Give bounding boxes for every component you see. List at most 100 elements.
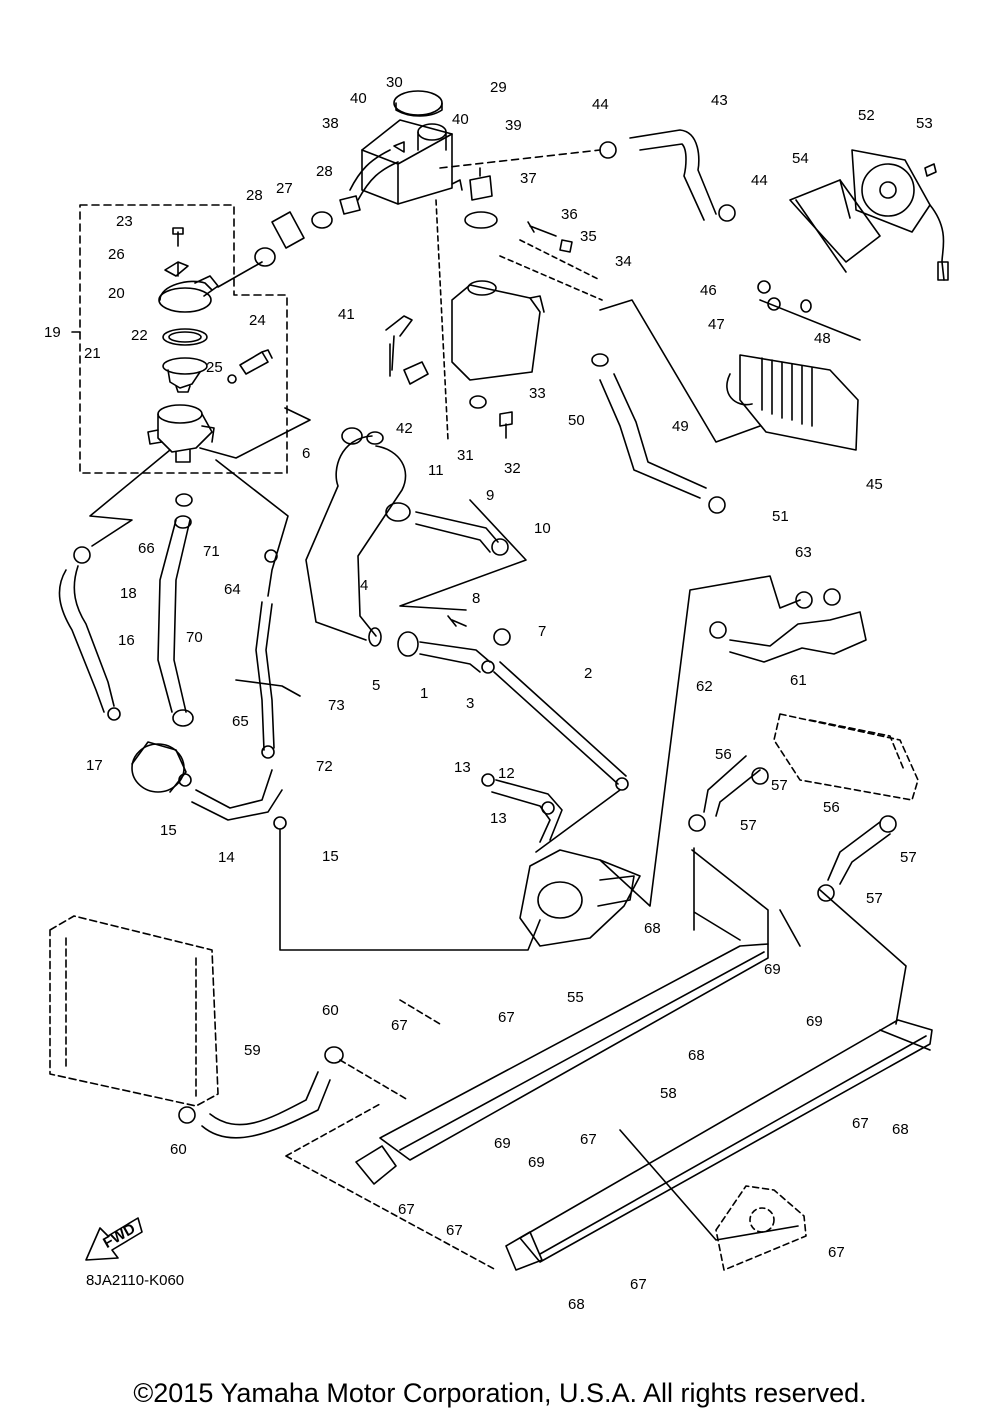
part-callout-60: 60 [322, 1002, 339, 1019]
thermostat-housing [147, 404, 215, 463]
grommet-31 [469, 395, 487, 409]
part-callout-47: 47 [708, 316, 725, 333]
part-callout-15: 15 [160, 822, 177, 839]
part-callout-42: 42 [396, 420, 413, 437]
part-callout-69: 69 [806, 1013, 823, 1030]
bolt-32 [499, 411, 513, 439]
clamp-3b [615, 777, 629, 791]
part-callout-68: 68 [568, 1296, 585, 1313]
part-callout-56: 56 [823, 799, 840, 816]
part-callout-51: 51 [772, 508, 789, 525]
washer [227, 374, 237, 384]
bracket [164, 261, 189, 277]
pipe-2 [493, 661, 627, 785]
part-callout-3: 3 [466, 695, 474, 712]
part-callout-64: 64 [224, 581, 241, 598]
clamp-28a [254, 247, 276, 267]
part-callout-67: 67 [391, 1017, 408, 1034]
clamp-57c [879, 815, 897, 833]
part-callout-57: 57 [740, 817, 757, 834]
copyright-notice: ©2015 Yamaha Motor Corporation, U.S.A. A… [133, 1378, 867, 1408]
part-callout-63: 63 [795, 544, 812, 561]
clamp-10 [491, 538, 509, 556]
part-callout-48: 48 [814, 330, 831, 347]
clip-48 [800, 299, 812, 313]
clamp-57a [751, 767, 769, 785]
hose-16 [58, 565, 115, 713]
clamp-13b [541, 801, 555, 815]
part-callout-39: 39 [505, 117, 522, 134]
water-pump [519, 849, 641, 947]
frame-left [49, 915, 219, 1107]
part-callout-69: 69 [528, 1154, 545, 1171]
part-callout-9: 9 [486, 487, 494, 504]
part-callout-19: 19 [44, 324, 61, 341]
part-callout-30: 30 [386, 74, 403, 91]
part-callout-18: 18 [120, 585, 137, 602]
clamp-6 [341, 427, 363, 445]
part-callout-10: 10 [534, 520, 551, 537]
part-callout-27: 27 [276, 180, 293, 197]
thermostat-cover [158, 275, 219, 313]
hose-56b [827, 821, 891, 885]
part-callout-21: 21 [84, 345, 101, 362]
part-callout-53: 53 [916, 115, 933, 132]
part-callout-36: 36 [561, 206, 578, 223]
tie-73 [235, 679, 301, 697]
part-callout-54: 54 [792, 150, 809, 167]
clamp-65 [172, 709, 194, 727]
part-callout-40: 40 [452, 111, 469, 128]
drawing-code: 8JA2110-K060 [86, 1272, 185, 1289]
grommet-47 [767, 297, 781, 311]
hose-4 [305, 435, 407, 641]
clamp-17 [107, 707, 121, 721]
part-callout-67: 67 [852, 1115, 869, 1132]
part-callout-50: 50 [568, 412, 585, 429]
clamp-60b [178, 1106, 196, 1124]
part-callout-68: 68 [892, 1121, 909, 1138]
clamp-63 [795, 591, 813, 609]
clamp-28b [311, 211, 333, 229]
part-callout-57: 57 [771, 777, 788, 794]
part-callout-58: 58 [660, 1085, 677, 1102]
cap-37 [469, 167, 493, 201]
fwd-arrow [85, 1217, 143, 1261]
gasket [162, 328, 208, 346]
heat-exchanger [773, 713, 919, 801]
part-callout-60: 60 [170, 1141, 187, 1158]
part-callout-23: 23 [116, 213, 133, 230]
part-callout-20: 20 [108, 285, 125, 302]
fan-assembly [789, 149, 949, 281]
part-callout-41: 41 [338, 306, 355, 323]
screw-53 [924, 163, 937, 177]
part-callout-71: 71 [203, 543, 220, 560]
part-callout-62: 62 [696, 678, 713, 695]
clamp-3a [481, 660, 495, 674]
part-callout-16: 16 [118, 632, 135, 649]
bolt-34 [559, 239, 573, 253]
clip-40b [451, 179, 463, 191]
radiator-45 [726, 354, 859, 451]
bolt-8 [447, 615, 467, 627]
clamp-15a [178, 773, 192, 787]
part-callout-69: 69 [494, 1135, 511, 1152]
part-callout-67: 67 [630, 1276, 647, 1293]
part-callout-46: 46 [700, 282, 717, 299]
part-callout-29: 29 [490, 79, 507, 96]
part-callout-61: 61 [790, 672, 807, 689]
bolt-46 [757, 280, 771, 294]
hose-14 [191, 769, 283, 821]
clamp-44b [718, 204, 736, 222]
part-callout-67: 67 [828, 1244, 845, 1261]
rail-55 [355, 943, 769, 1185]
hose-70 [255, 601, 275, 751]
part-callout-56: 56 [715, 746, 732, 763]
radiator-tank [361, 119, 453, 205]
part-callout-22: 22 [131, 327, 148, 344]
part-callout-32: 32 [504, 460, 521, 477]
clamp-18 [73, 546, 91, 564]
part-callout-67: 67 [446, 1222, 463, 1239]
part-callout-24: 24 [249, 312, 266, 329]
part-callout-69: 69 [764, 961, 781, 978]
